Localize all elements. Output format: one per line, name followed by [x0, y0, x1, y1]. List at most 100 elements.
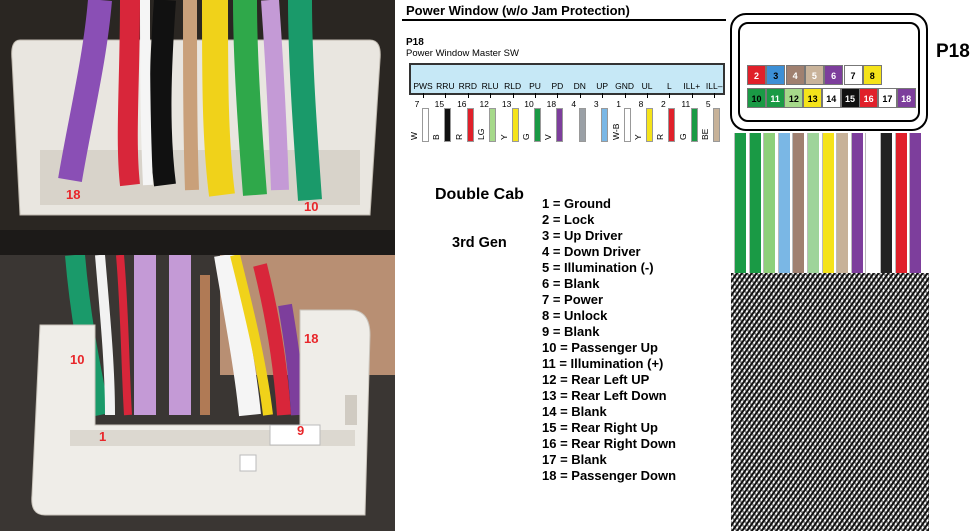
terminal-stub	[602, 93, 604, 98]
pin-assignment-item: 7 = Power	[542, 292, 604, 307]
terminal-wire-code: W-B	[610, 123, 621, 140]
terminal-label-rru: RRU	[436, 81, 455, 91]
pin-assignment-item: 13 = Rear Left Down	[542, 388, 667, 403]
pin-1-callout: 1	[99, 429, 107, 444]
terminal-stub	[535, 93, 536, 98]
schematic-title: Power Window (w/o Jam Protection)	[406, 3, 630, 18]
tail-wire	[850, 133, 863, 273]
pin-10-callout: 10	[304, 199, 319, 214]
terminal-wire-swatch	[601, 108, 609, 142]
tail-wire	[894, 133, 907, 273]
terminal-wire-swatch	[466, 108, 474, 142]
terminal-wire-code: W	[409, 131, 419, 140]
terminal-pin-number: 16	[457, 99, 467, 109]
terminal-label-ill: ILL–	[705, 81, 723, 91]
pin-assignment-item: 11 = Illumination (+)	[542, 356, 664, 371]
face-pin-12: 12	[784, 88, 804, 108]
connector-photo-top: 18 10	[0, 0, 395, 255]
terminal-label-gnd: GND	[615, 81, 635, 91]
tail-wire	[821, 133, 834, 273]
terminal-pin-number: 3	[593, 99, 599, 109]
tail-wire	[763, 133, 776, 273]
terminal-pin-number: 13	[501, 99, 512, 109]
connector-photo-bottom-drawing	[0, 255, 395, 531]
face-pin-14: 14	[821, 88, 841, 108]
terminal-pin-number: 8	[638, 99, 644, 109]
terminal-stub	[423, 93, 424, 98]
face-pin-4: 4	[785, 65, 805, 85]
terminal-wire-code: LG	[476, 128, 487, 140]
terminal-wire-swatch	[511, 108, 519, 142]
face-pin-18: 18	[896, 88, 916, 108]
tail-wire	[880, 133, 892, 273]
terminal-pin-number: 10	[524, 99, 534, 109]
face-pin-15: 15	[840, 88, 860, 108]
tail-wire	[836, 133, 849, 273]
terminal-stub	[624, 93, 626, 98]
pin-assignment-item: 10 = Passenger Up	[542, 340, 658, 355]
terminal-pin-number: 15	[434, 99, 445, 109]
terminal-wire-code: B	[431, 134, 442, 140]
terminal-wire-code: R	[655, 133, 666, 140]
terminal-stub	[669, 93, 671, 98]
title-rule	[402, 19, 726, 21]
pin-assignment-item: 14 = Blank	[542, 404, 607, 419]
terminal-label-pu: PU	[529, 81, 541, 91]
terminal-wire-swatch	[489, 108, 497, 142]
pin-assignment-item: 2 = Lock	[542, 212, 595, 227]
terminal-stub	[512, 93, 514, 98]
pin-assignment-item: 8 = Unlock	[542, 308, 608, 323]
terminal-stub	[579, 93, 581, 98]
terminal-wire-code: V	[543, 134, 554, 140]
terminal-wire-code: G	[521, 133, 531, 140]
terminal-wire-swatch	[444, 108, 452, 142]
tail-wire	[909, 133, 922, 273]
terminal-wire-code: Y	[498, 134, 509, 140]
pin-assignment-item: 3 = Up Driver	[542, 228, 623, 243]
terminal-wire-code: BE	[700, 128, 711, 140]
terminal-pin-number: 7	[414, 99, 420, 109]
face-pin-17: 17	[877, 88, 897, 108]
tail-wire	[777, 133, 790, 273]
pin-assignment-item: 5 = Illumination (-)	[542, 260, 654, 275]
tail-wire	[807, 133, 819, 273]
face-pin-13: 13	[803, 88, 823, 108]
pin-assignment-item: 12 = Rear Left UP	[542, 372, 650, 387]
generation-title: 3rd Gen	[452, 235, 507, 251]
terminal-stub	[557, 93, 559, 98]
connector-face-inner	[738, 22, 920, 122]
pin-assignment-item: 17 = Blank	[542, 452, 607, 467]
face-pin-11: 11	[765, 88, 785, 108]
moire-pattern	[731, 273, 929, 531]
terminal-label-rlu: RLU	[481, 81, 499, 91]
face-pin-5: 5	[804, 65, 824, 85]
terminal-wire-swatch	[534, 108, 541, 142]
connector-name: Power Window Master SW	[406, 48, 519, 59]
moire-drawing	[731, 273, 929, 531]
terminal-stub	[647, 93, 648, 98]
terminal-wire-code: R	[453, 133, 464, 140]
pin-assignment-item: 15 = Rear Right Up	[542, 420, 658, 435]
connector-photo-bottom: 10 18 1 9	[0, 255, 395, 531]
pin-assignment-item: 16 = Rear Right Down	[542, 436, 676, 451]
pin-assignment-item: 18 = Passenger Down	[542, 468, 677, 483]
terminal-wire-swatch	[690, 108, 698, 142]
terminal-label-rrd: RRD	[458, 81, 477, 91]
terminal-wire-code: Y	[633, 134, 643, 140]
pin-9-callout: 9	[297, 423, 305, 438]
terminal-wire-swatch	[668, 108, 676, 142]
tail-wire	[865, 133, 878, 273]
pin-assignment-item: 4 = Down Driver	[542, 244, 641, 259]
terminal-wire-swatch	[646, 108, 653, 142]
terminal-wire-swatch	[578, 108, 586, 142]
face-pin-16: 16	[859, 88, 879, 108]
terminal-stub	[691, 93, 693, 98]
terminal-wire-swatch	[556, 108, 564, 142]
master-switch-block	[409, 63, 725, 95]
terminal-stub	[490, 93, 492, 98]
terminal-pin-number: 18	[546, 99, 557, 109]
terminal-stub	[714, 93, 716, 98]
pin-assignment-item: 9 = Blank	[542, 324, 600, 339]
terminal-pin-number: 12	[479, 99, 489, 109]
